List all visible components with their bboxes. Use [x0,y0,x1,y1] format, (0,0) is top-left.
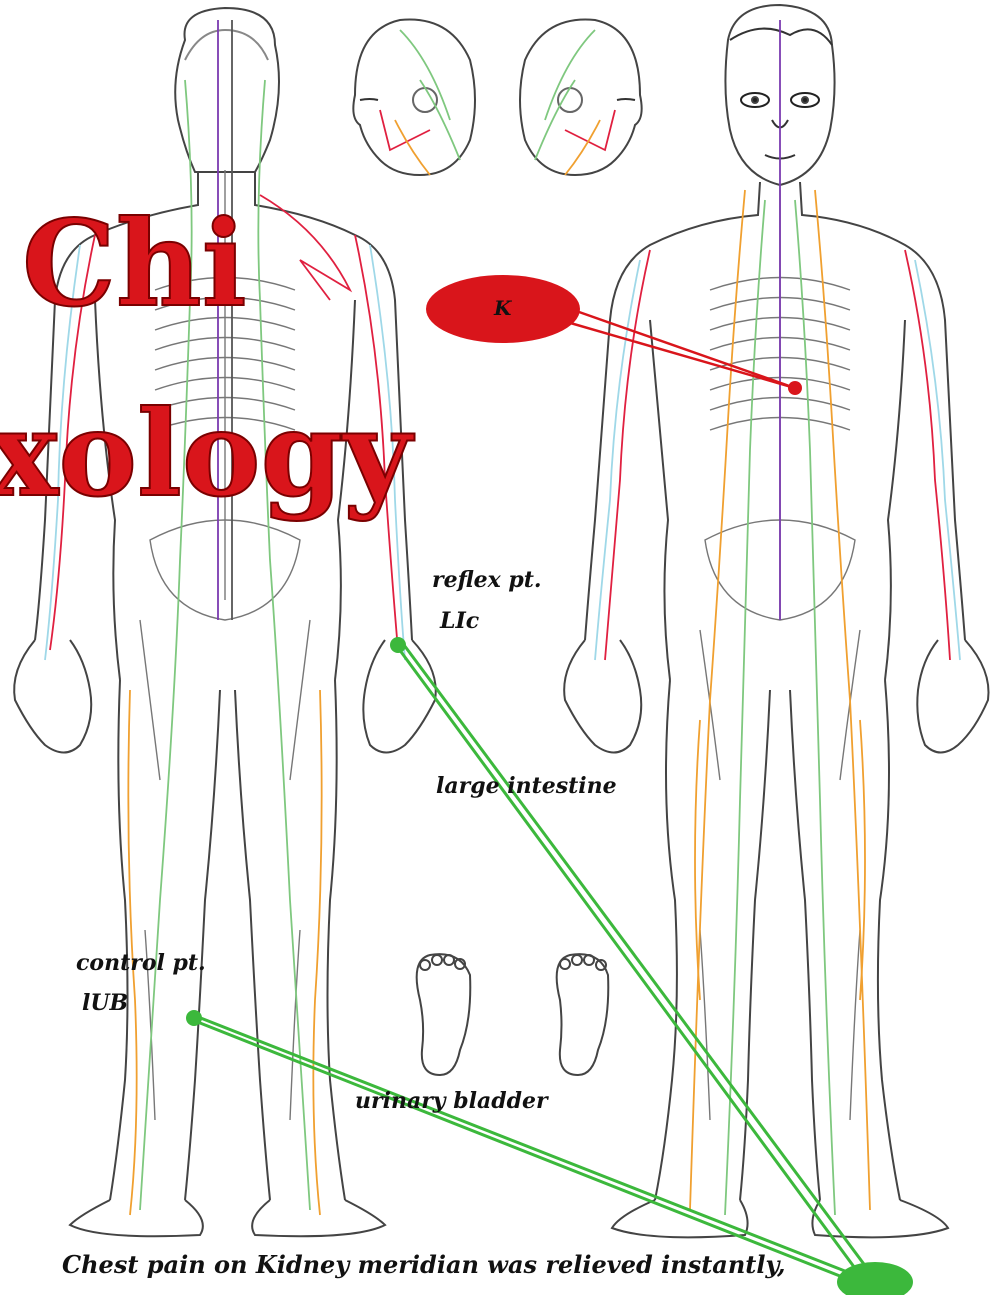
side-head-right [520,20,642,176]
foot-soles [417,954,609,1075]
large-intestine-label: large intestine [436,773,617,799]
reflex-point-label: reflex pt. [432,567,542,593]
control-point-dot [186,1010,202,1026]
title-line-1: Chi [22,205,247,323]
control-code-label: lUB [82,990,128,1016]
urinary-bladder-label: urinary bladder [355,1088,548,1114]
side-head-left [353,20,475,176]
front-view-figure [564,5,988,1237]
front-view-meridians [595,20,960,1215]
kidney-point [788,381,802,395]
reflex-code-label: LIc [440,608,479,634]
reflex-point-dot [390,637,406,653]
control-point-label: control pt. [76,950,206,976]
kidney-label: K [494,296,511,320]
caption-text: Chest pain on Kidney meridian was reliev… [62,1250,786,1279]
title-line-2: xology [0,395,412,513]
green-target-ellipse [837,1262,913,1295]
